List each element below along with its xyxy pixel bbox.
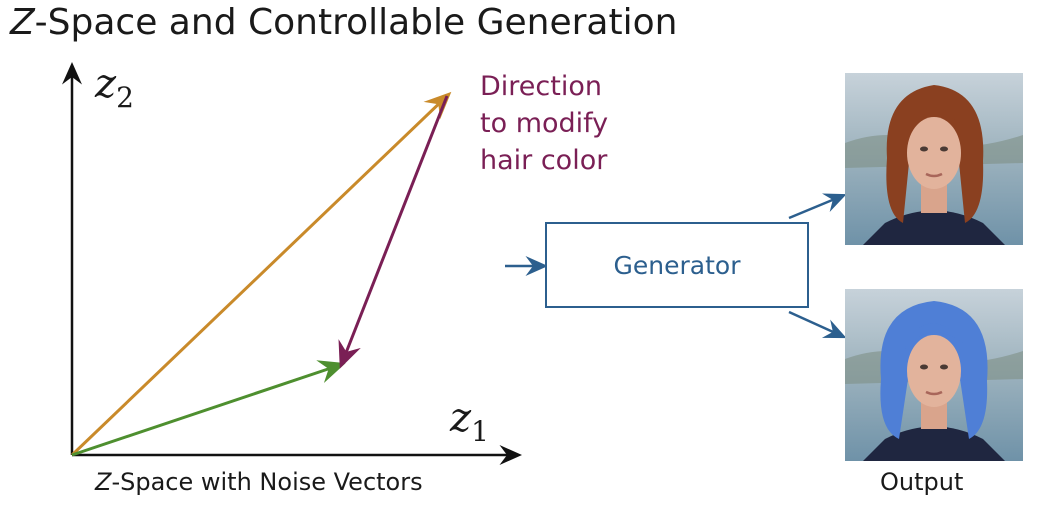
green-noise-vector [71,360,346,457]
y-axis-label: z2 [95,61,134,114]
output-label: Output [880,468,964,496]
output-arrow-bottom [788,310,847,339]
generator-box: Generator [545,222,809,308]
x-axis-label: z1 [450,395,489,448]
generator-label: Generator [613,250,741,280]
output-arrow-top [788,193,847,220]
slide-title: Z-Space and Controllable Generation [10,2,678,43]
hair-color-direction-vector [338,95,449,369]
output-image-blue-hair [845,289,1023,461]
orange-noise-vector [70,91,452,457]
output-image-red-hair [845,73,1023,245]
direction-label: Direction to modify hair color [480,71,609,176]
z-space-caption: Z-Space with Noise Vectors [95,468,423,496]
